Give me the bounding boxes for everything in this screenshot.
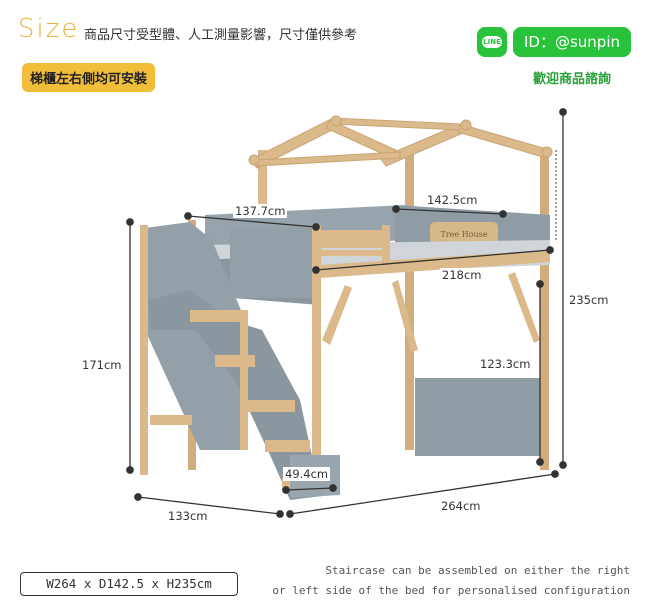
overall-spec: W264 x D142.5 x H235cm xyxy=(20,572,238,596)
back-right-post xyxy=(405,150,414,450)
welcome-text: 歡迎商品諮詢 xyxy=(533,72,612,87)
dim-bed-length: 218cm xyxy=(440,268,484,282)
dim-stair-height: 171cm xyxy=(82,358,122,372)
dim-rail-width: 142.5cm xyxy=(425,193,480,207)
line-app-icon[interactable]: LINE xyxy=(477,27,507,57)
stair-note-line-1: Staircase can be assembled on either the… xyxy=(325,564,630,577)
dim-length: 264cm xyxy=(441,499,481,513)
dimension-lines xyxy=(126,108,567,518)
front-left-post xyxy=(312,225,321,465)
brace-right xyxy=(508,272,540,343)
size-heading: Size xyxy=(18,14,80,44)
front-guard-panel xyxy=(230,228,318,298)
line-logo-text: LINE xyxy=(482,36,502,48)
dim-stair-width: 49.4cm xyxy=(283,467,331,481)
dim-depth: 133cm xyxy=(168,509,208,523)
front-rail-bar xyxy=(320,230,390,248)
brace-mid xyxy=(392,280,418,352)
tree-house-plate xyxy=(430,222,498,244)
dim-underbed-height: 123.3cm xyxy=(478,357,533,371)
brace-left xyxy=(322,285,352,345)
plate-label: Tree House xyxy=(441,230,488,239)
front-deck-beam xyxy=(320,250,550,278)
size-disclaimer: 商品尺寸受型體、人工測量影響，尺寸僅供參考 xyxy=(84,28,358,43)
front-right-post xyxy=(540,150,549,470)
dim-total-height: 235cm xyxy=(569,293,609,307)
stair-note-line-2: or left side of the bed for personalised… xyxy=(272,584,630,597)
stair-side-badge: 梯櫃左右側均可安裝 xyxy=(22,63,156,92)
roof-frame xyxy=(248,115,553,169)
line-id-button[interactable]: ID：@sunpin xyxy=(513,27,631,57)
under-bed-panel xyxy=(415,378,540,456)
dim-rail-length: 137.7cm xyxy=(233,204,288,218)
